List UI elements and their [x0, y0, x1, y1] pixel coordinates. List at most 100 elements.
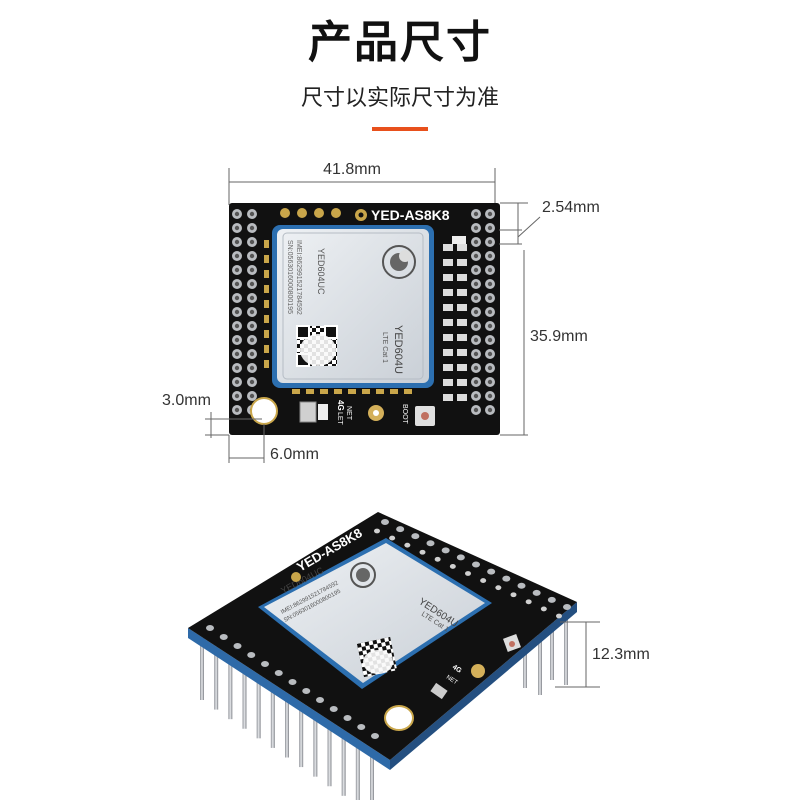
- header-pin-hole: [234, 253, 240, 259]
- header-pin-hole: [357, 724, 366, 730]
- header-pin-hole: [473, 295, 479, 301]
- dim-width-label: 41.8mm: [323, 161, 381, 178]
- header-pin-hole: [487, 239, 493, 245]
- header-pin-hole: [234, 407, 240, 413]
- header-pin-hole: [249, 295, 255, 301]
- mounting-hole: [250, 397, 278, 425]
- module-edge-pads: [264, 240, 412, 394]
- header-pin-hole: [487, 393, 493, 399]
- module-sub-text: LTE Cat 1: [381, 332, 388, 363]
- smd-component: [443, 379, 453, 386]
- header-pin-leg: [355, 743, 360, 800]
- header-pin-hole: [540, 606, 547, 612]
- smd-component: [457, 394, 467, 401]
- header-pin-hole: [249, 211, 255, 217]
- header-pin-hole: [495, 585, 502, 591]
- header-pin-hole: [456, 554, 465, 561]
- header-pin-hole: [343, 715, 352, 721]
- edge-pad: [376, 389, 384, 394]
- header-pin-hole: [274, 670, 283, 676]
- smd-component: [457, 274, 467, 281]
- label-net-3d: NET: [445, 675, 459, 687]
- smd-component: [457, 349, 467, 356]
- header-pin-hole: [465, 571, 471, 576]
- smd-component: [457, 244, 467, 251]
- board-edge-side: [390, 602, 577, 770]
- dim-width: 41.8mm: [228, 161, 496, 205]
- edge-pad: [264, 345, 269, 353]
- header-pin-leg: [341, 733, 346, 796]
- header-pin-hole: [411, 533, 420, 540]
- header-pin-hole: [473, 281, 479, 287]
- header-pin-hole: [249, 365, 255, 371]
- header-pin-hole: [517, 582, 526, 589]
- header-pin-hole: [449, 564, 456, 569]
- edge-pad: [348, 389, 356, 394]
- header-pin-hole: [234, 281, 240, 287]
- header-pin-hole: [288, 679, 297, 685]
- header-pin-hole: [525, 599, 532, 605]
- header-pin-hole: [249, 253, 255, 259]
- header-pin-hole: [480, 578, 487, 583]
- right-header-pins: [471, 209, 495, 415]
- header-pin-hole: [487, 253, 493, 259]
- header-pin-leg: [550, 610, 554, 680]
- smd-component: [443, 349, 453, 356]
- label-let: LET: [336, 412, 343, 426]
- dim-pin-height: 12.3mm: [555, 621, 650, 688]
- component-strip: [443, 236, 467, 401]
- header-pin-hole: [473, 211, 479, 217]
- header-pin-hole: [249, 323, 255, 329]
- header-pin-hole: [426, 540, 435, 547]
- header-pin-hole: [249, 239, 255, 245]
- edge-pad: [306, 389, 314, 394]
- header-pin-hole: [234, 225, 240, 231]
- header-pin-hole: [249, 351, 255, 357]
- header-pin-hole: [487, 337, 493, 343]
- label-net: NET: [345, 406, 352, 421]
- header-pin-hole: [249, 309, 255, 315]
- lte-module: YED604UC IMEI:862991521784592 SN:0563016…: [272, 225, 434, 388]
- header-pin-hole: [473, 323, 479, 329]
- header-pin-hole: [487, 281, 493, 287]
- header-pin-hole: [487, 211, 493, 217]
- header-pin-hole: [249, 379, 255, 385]
- header-pin-hole: [234, 351, 240, 357]
- module-imei-text: IMEI:862991521784592: [295, 240, 302, 315]
- header-pin-hole: [472, 561, 480, 568]
- header-pin-leg: [370, 753, 374, 800]
- dim-hole-x: 6.0mm: [228, 424, 319, 463]
- header-pin-hole: [234, 337, 240, 343]
- header-pin-hole: [234, 379, 240, 385]
- header-pin-hole: [396, 526, 405, 533]
- perspective-view: YED604UC IMEI:862991521784592 SN:0563016…: [188, 512, 650, 800]
- header-pin-hole: [473, 407, 479, 413]
- header-pin-hole: [316, 697, 324, 703]
- dim-height: 35.9mm: [500, 202, 588, 436]
- smd-component: [457, 319, 467, 326]
- smd-component: [443, 259, 453, 266]
- smd-component: [443, 274, 453, 281]
- edge-pad: [264, 300, 269, 308]
- header-pin-hole: [487, 365, 493, 371]
- top-gold-pads: [280, 208, 367, 221]
- edge-pad: [390, 389, 398, 394]
- smd-component: [457, 334, 467, 341]
- header-pin-hole: [234, 393, 240, 399]
- header-pin-leg: [242, 666, 247, 729]
- page-title: 产品尺寸: [308, 17, 492, 68]
- header-pin-hole: [302, 688, 311, 694]
- header-pin-hole: [374, 528, 380, 534]
- header-pin-leg: [200, 638, 204, 700]
- header-pin-hole: [473, 351, 479, 357]
- header-pin-hole: [249, 225, 255, 231]
- edge-pad: [404, 389, 412, 394]
- header-pin-hole: [473, 309, 479, 315]
- header-pin-hole: [329, 706, 338, 712]
- header-pin-hole: [487, 225, 493, 231]
- header-pin-hole: [434, 556, 441, 562]
- header-pin-leg: [270, 685, 275, 748]
- header-pin-hole: [234, 239, 240, 245]
- header-pin-hole: [473, 365, 479, 371]
